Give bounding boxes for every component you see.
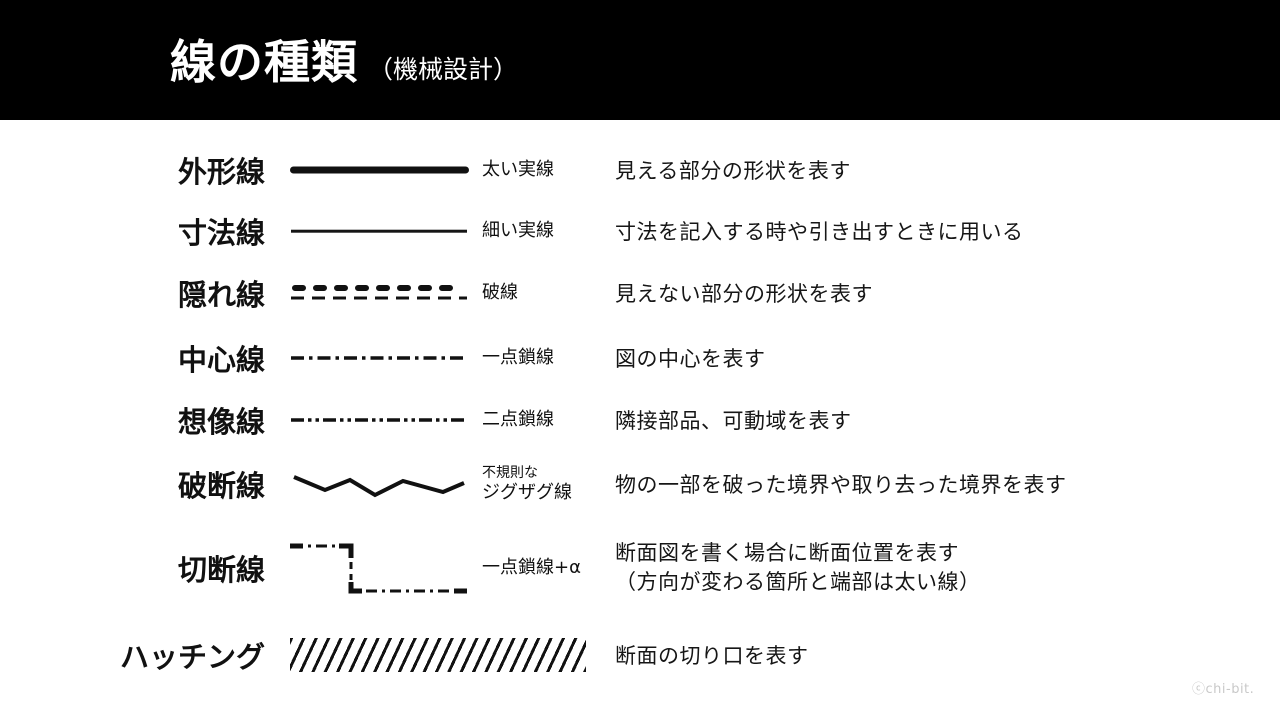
line-name: 寸法線 <box>177 216 265 250</box>
line-style-label-top: 不規則な <box>482 464 538 481</box>
cutting-plane-line-sample <box>290 543 467 594</box>
line-description: 断面図を書く場合に断面位置を表す （方向が変わる箇所と端部は太い線） <box>615 539 981 597</box>
line-name: 隠れ線 <box>177 278 265 312</box>
thick-solid-line-sample <box>290 166 469 174</box>
line-description: 隣接部品、可動域を表す <box>615 409 852 433</box>
line-style-label: 不規則な ジグザグ線 <box>482 465 572 503</box>
line-name: 破断線 <box>177 469 265 503</box>
line-style-label: 二点鎖線 <box>482 409 554 431</box>
line-name: ハッチング <box>119 640 265 674</box>
table-row-dimension-line: 寸法線 細い実線 寸法を記入する時や引き出すときに用いる <box>0 201 1280 261</box>
table-row-outline-line: 外形線 太い実線 見える部分の形状を表す <box>0 140 1280 200</box>
page-title: 線の種類 （機械設計） <box>170 26 518 92</box>
line-description: 見えない部分の形状を表す <box>615 282 873 306</box>
line-name: 中心線 <box>177 343 265 377</box>
zigzag-line-sample <box>293 475 465 498</box>
table-row-cutting-line: 切断線 一点鎖線+α 断面図を書く場合に断面位置を表す （方向が変わる箇所と端部… <box>0 528 1280 608</box>
table-row-imaginary-line: 想像線 二点鎖線 隣接部品、可動域を表す <box>0 390 1280 450</box>
one-dot-chain-line-sample <box>291 356 467 360</box>
line-style-label: 細い実線 <box>482 220 554 242</box>
line-description: 見える部分の形状を表す <box>615 159 851 183</box>
subtitle-text: （機械設計） <box>368 55 519 84</box>
line-description-line2: （方向が変わる箇所と端部は太い線） <box>615 570 981 594</box>
line-description: 図の中心を表す <box>615 347 766 371</box>
hatching-sample <box>290 638 586 672</box>
title-text: 線の種類 <box>170 35 358 89</box>
line-style-label: 破線 <box>482 282 518 304</box>
line-style-label-main: ジグザグ線 <box>482 481 572 503</box>
line-style-label: 太い実線 <box>482 159 554 181</box>
thin-solid-line-sample <box>291 229 467 233</box>
table-row-center-line: 中心線 一点鎖線 図の中心を表す <box>0 328 1280 388</box>
line-name: 外形線 <box>177 155 265 189</box>
line-style-label: 一点鎖線 <box>482 347 554 369</box>
line-description-line1: 断面図を書く場合に断面位置を表す <box>615 541 959 565</box>
line-name: 想像線 <box>177 405 265 439</box>
line-style-label: 一点鎖線+α <box>482 557 581 579</box>
watermark-credit: ⓒchi-bit. <box>1192 682 1255 697</box>
two-dot-chain-line-sample <box>291 418 467 422</box>
table-row-hidden-line: 隠れ線 破線 見えない部分の形状を表す <box>0 263 1280 323</box>
line-description: 断面の切り口を表す <box>615 644 809 668</box>
header-bar: 線の種類 （機械設計） <box>0 0 1280 120</box>
dashed-line-sample <box>291 285 467 300</box>
line-name: 切断線 <box>177 553 265 587</box>
table-row-hatching: ハッチング 断面の切り口を表す <box>0 625 1280 685</box>
line-description: 物の一部を破った境界や取り去った境界を表す <box>615 473 1067 497</box>
table-row-break-line: 破断線 不規則な ジグザグ線 物の一部を破った境界や取り去った境界を表す <box>0 454 1280 514</box>
line-description: 寸法を記入する時や引き出すときに用いる <box>615 220 1024 244</box>
